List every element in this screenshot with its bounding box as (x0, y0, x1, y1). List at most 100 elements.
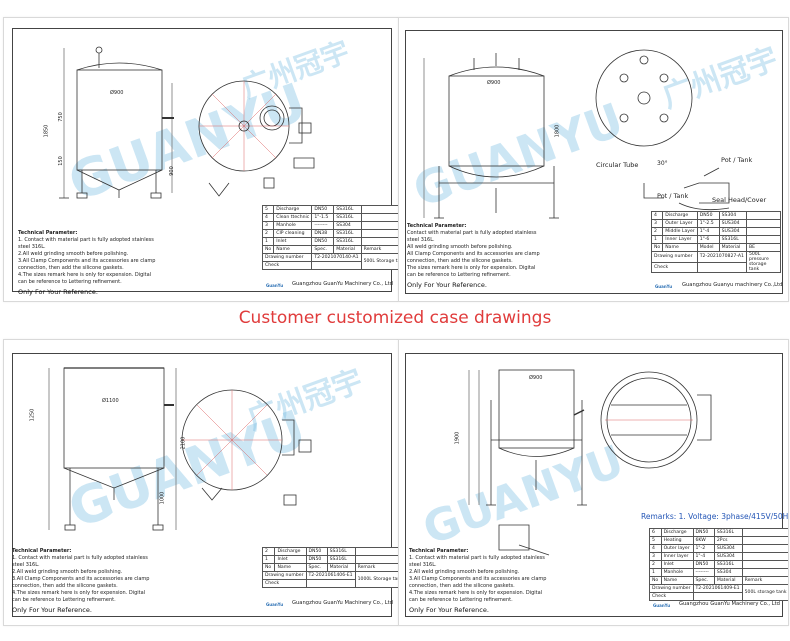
table-cell: Check (649, 592, 694, 601)
table-cell: SS316L (326, 555, 356, 564)
notes-line: 4.The sizes remark here is only for expe… (18, 272, 152, 278)
drawing-panel-4: GUANYU Ø900 1900 Remarks: 1. Voltage: 3p… (398, 339, 789, 626)
company-logo: GuanYu (266, 602, 284, 607)
circular-tube-label: Circular Tube (596, 161, 639, 169)
notes-line: The sizes remark here is only for expens… (407, 265, 536, 271)
table-cell: Outer layer (660, 544, 694, 553)
notes-line: 2.All weld grinding smooth before polish… (409, 569, 520, 575)
table-cell: Middle Layer (662, 227, 698, 236)
table-cell (360, 229, 398, 238)
page-title: Customer customized case drawings (238, 308, 552, 328)
drawing-frame (405, 30, 783, 294)
table-cell: SS316L (333, 237, 362, 246)
company-logo: GuanYu (655, 284, 673, 289)
notes-line: 1. Contact with material part is fully a… (18, 237, 154, 243)
tank-drawing (59, 46, 315, 199)
technical-notes: Technical Parameter: 1. Contact with mat… (12, 548, 162, 614)
table-cell: Name (274, 563, 307, 572)
table-cell: 1 (650, 235, 664, 244)
table-cell: Inner Layer (662, 235, 698, 244)
table-cell: -------- (311, 221, 335, 230)
notes-line: 1. Contact with material part is fully a… (12, 555, 148, 561)
dimension-label: 900 (168, 166, 175, 176)
notes-line: can be reference to Lettering refinement… (407, 272, 511, 278)
table-cell: 1"-4 (696, 227, 720, 236)
notes-line: can be reference to Lettering refinement… (12, 597, 116, 603)
table-cell: Outer Layer (662, 219, 698, 228)
drawing-frame (405, 353, 783, 617)
table-cell: 500L Storage tank (360, 253, 398, 270)
table-cell: 500L pressure storage tank (745, 251, 782, 273)
table-cell: T2-2021061409-E1 (692, 584, 743, 593)
notes-heading: Technical Parameter: (407, 223, 467, 229)
table-cell: Name (273, 245, 313, 254)
table-cell (745, 211, 782, 220)
table-cell: SS304 (718, 211, 747, 220)
company-name: Guangzhou Guanyu machinery Co.,Ltd (682, 282, 783, 288)
table-cell: T2-2021070827-A1 (696, 251, 747, 263)
technical-notes: Technical Parameter: Contact with materi… (407, 223, 557, 289)
table-cell: SS316L (333, 229, 362, 238)
notes-line: 2.All weld grinding smooth before polish… (18, 251, 129, 257)
table-cell (696, 261, 747, 273)
table-cell: Discharge (273, 205, 313, 214)
reference-note: Only For Your Reference. (12, 606, 92, 614)
table-cell: DN50 (692, 528, 715, 537)
table-cell: SS316L (713, 560, 743, 569)
table-cell: DN38 (311, 229, 335, 238)
table-cell: Check (651, 261, 698, 273)
table-cell: BE (745, 243, 782, 252)
dimension-label: 1000 (159, 491, 166, 505)
table-cell: 2 (650, 227, 664, 236)
table-cell: SS316L (333, 205, 362, 214)
table-cell: 3 (649, 552, 662, 561)
table-cell: Remark (354, 563, 398, 572)
table-cell: SS304 (713, 568, 743, 577)
table-cell: Drawing number (651, 251, 698, 263)
table-cell (354, 555, 398, 564)
table-cell: 1"-2 (692, 544, 715, 553)
table-cell: 1000L Storage tank (354, 571, 398, 588)
table-cell (360, 221, 398, 230)
company-name: Guangzhou GuanYu Machinery Co., Ltd (679, 601, 780, 607)
notes-line: connection, then add the silicone gasket… (12, 583, 118, 589)
table-cell: 1"-2.5 (696, 219, 720, 228)
angle-label: 30° (657, 160, 668, 167)
notes-line: 3.All Clamp Components and its accessori… (12, 576, 150, 582)
tank-drawing (468, 369, 712, 556)
notes-heading: Technical Parameter: (12, 548, 72, 554)
table-cell (741, 528, 788, 537)
table-cell: Material (326, 563, 356, 572)
table-cell: 1 (649, 568, 662, 577)
table-cell: SUS304 (713, 552, 743, 561)
reference-note: Only For Your Reference. (409, 606, 489, 614)
table-cell: SS304 (333, 221, 362, 230)
table-cell: Remark (360, 245, 398, 254)
table-cell (305, 579, 356, 588)
table-cell: Check (261, 261, 313, 270)
notes-line: 3.All Clamp Components and its accessori… (18, 258, 156, 264)
dimension-label: Ø900 (529, 375, 543, 381)
dimension-label: 750 (57, 112, 64, 122)
table-cell: DN50 (696, 211, 720, 220)
notes-line: All Clamp Components and its accessories… (407, 251, 540, 257)
table-row: Check (649, 592, 789, 601)
technical-notes: Technical Parameter: 1. Contact with mat… (18, 230, 168, 296)
table-cell: Drawing number (649, 584, 694, 593)
table-cell: SUS304 (718, 227, 747, 236)
